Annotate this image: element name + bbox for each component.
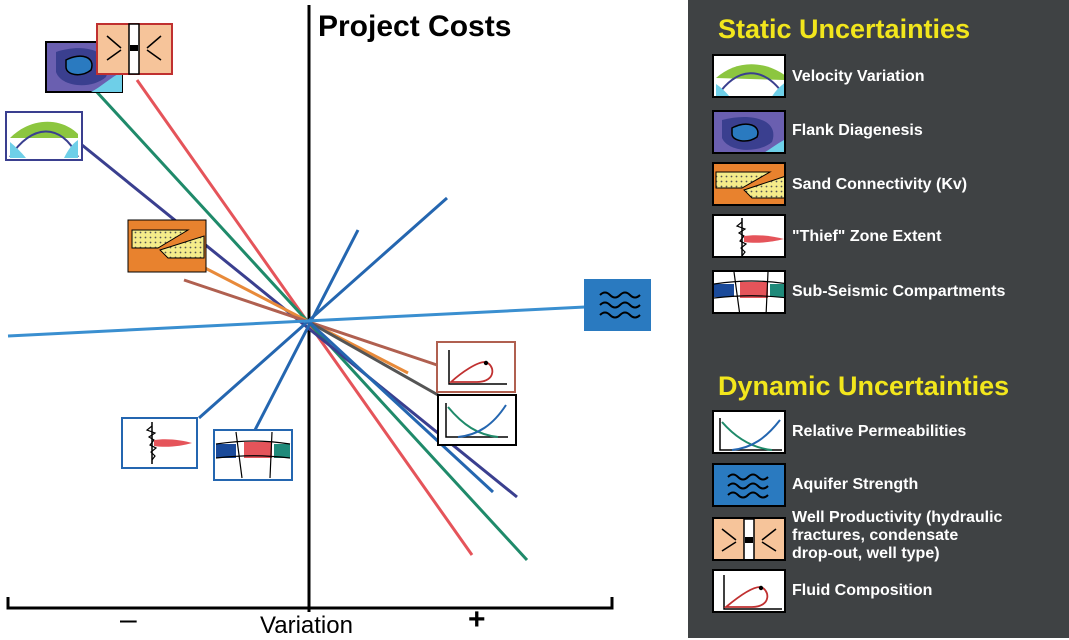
diagram-fluid-composition-icon [436, 341, 516, 393]
legend-label: Flank Diagenesis [792, 122, 923, 139]
flank-diagenesis-icon [712, 110, 786, 154]
legend-item-relative-permeabilities: Relative Permeabilities [712, 410, 1062, 456]
x-axis-minus-label: – [120, 603, 137, 636]
legend-label: Relative Permeabilities [792, 423, 967, 440]
diagram-sand-connectivity-icon [127, 219, 207, 273]
legend-item-flank-diagenesis: Flank Diagenesis [712, 110, 1062, 156]
legend-label: "Thief" Zone Extent [792, 228, 942, 245]
diagram-relative-permeabilities-icon [437, 394, 517, 446]
legend-label: Aquifer Strength [792, 476, 919, 493]
static-uncertainties-heading: Static Uncertainties [718, 14, 971, 44]
sub-seismic-compartments-icon [712, 270, 786, 314]
legend-item-thief-zone: "Thief" Zone Extent [712, 214, 1062, 260]
diagram-velocity-variation-icon [5, 111, 83, 161]
aquifer-strength-line [7, 305, 586, 338]
legend-label: Sub-Seismic Compartments [792, 283, 1006, 300]
diagram-title: Project Costs [318, 10, 512, 43]
diagram-sub-seismic-compartments-icon [213, 429, 293, 481]
fluid-composition-icon [712, 569, 786, 613]
legend-item-fluid-composition: Fluid Composition [712, 569, 1062, 615]
blue-long-line [307, 320, 495, 494]
diagram-thief-zone-icon [121, 417, 198, 469]
x-axis-label: Variation [260, 612, 353, 639]
legend-item-sub-seismic-compartments: Sub-Seismic Compartments [712, 270, 1062, 316]
legend-item-aquifer-strength: Aquifer Strength [712, 463, 1062, 509]
well-productivity-icon [712, 517, 786, 561]
diagram-well-productivity-icon [96, 23, 173, 75]
diagram-aquifer-strength-icon [584, 279, 651, 331]
thief-zone-line [198, 196, 448, 420]
sand-connectivity-icon [712, 162, 786, 206]
legend-label: Velocity Variation [792, 68, 925, 85]
legend-label: Sand Connectivity (Kv) [792, 176, 968, 193]
horizontal-axis [6, 597, 614, 610]
legend-label: Well Productivity (hydraulic fractures, … [792, 509, 1003, 562]
x-axis-plus-label: + [468, 603, 486, 636]
aquifer-strength-icon [712, 463, 786, 507]
thief-zone-icon [712, 214, 786, 258]
dynamic-uncertainties-heading: Dynamic Uncertainties [718, 371, 1010, 401]
diagram-canvas [5, 5, 651, 612]
legend-item-well-productivity: Well Productivity (hydraulic fractures, … [712, 509, 1062, 563]
legend-item-velocity-variation: Velocity Variation [712, 54, 1062, 100]
legend-label: Fluid Composition [792, 582, 933, 599]
velocity-variation-icon [712, 54, 786, 98]
tornado-diagram: Project Costs – Variation + [5, 5, 651, 639]
legend-panel: Static Uncertainties Velocity Variation … [688, 0, 1069, 638]
relative-permeabilities-line [308, 320, 439, 397]
legend-item-sand-connectivity: Sand Connectivity (Kv) [712, 162, 1062, 208]
sub-seismic-compartments-line [253, 229, 360, 431]
relative-permeabilities-icon [712, 410, 786, 454]
